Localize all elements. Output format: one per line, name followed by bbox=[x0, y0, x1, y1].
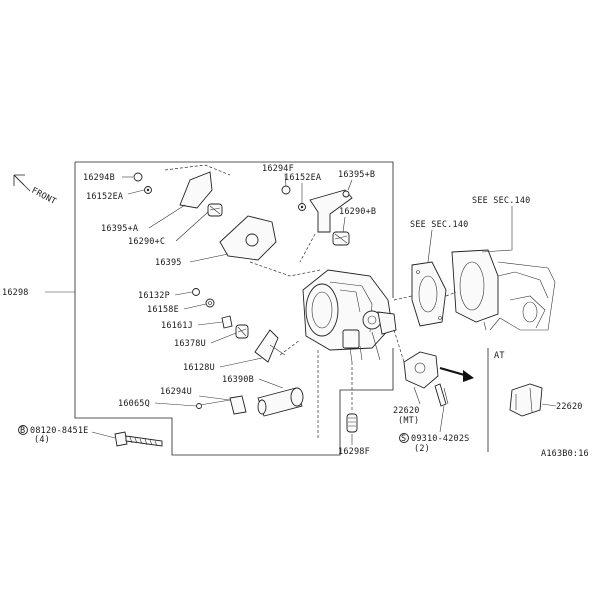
label-16298: 16298 bbox=[2, 288, 29, 298]
labels-upper-right: 16294F 16152EA 16395+B 16290+B bbox=[262, 164, 376, 233]
label-16294F: 16294F bbox=[262, 164, 294, 174]
front-label: FRONT bbox=[30, 186, 58, 207]
throttle-sensor-mt: 22620 (MT) S 09310-4202S (2) bbox=[393, 329, 470, 454]
intake-manifold: SEE SEC.140 bbox=[451, 196, 556, 331]
label-16132P: 16132P bbox=[138, 291, 170, 301]
label-see-sec-140-a: SEE SEC.140 bbox=[410, 220, 469, 230]
label-22620-at: 22620 bbox=[556, 402, 583, 412]
label-at: AT bbox=[494, 351, 505, 361]
arrow-to-at bbox=[439, 366, 474, 382]
label-16152EA-mid: 16152EA bbox=[284, 173, 321, 183]
marker-symbol: B bbox=[20, 426, 25, 436]
label-16395B: 16395+B bbox=[338, 170, 375, 180]
label-16290B: 16290+B bbox=[339, 207, 376, 217]
label-22620-mt-note: (MT) bbox=[398, 416, 419, 426]
reference-code: A163B0:16 bbox=[541, 449, 589, 459]
gasket-centerline bbox=[393, 291, 457, 301]
label-16294B: 16294B bbox=[83, 173, 115, 183]
labels-upper-left: 16294B 16152EA 16395+A 16290+C 16395 bbox=[83, 173, 229, 268]
part-group-upper-left bbox=[133, 164, 321, 277]
label-bolt-qty: (4) bbox=[34, 435, 50, 445]
label-16390B: 16390B bbox=[222, 375, 254, 385]
label-bolt-code: 08120-8451E bbox=[30, 426, 89, 436]
label-16294U: 16294U bbox=[160, 387, 192, 397]
label-16378U: 16378U bbox=[174, 339, 206, 349]
label-16290C: 16290+C bbox=[128, 237, 165, 247]
labels-lower-left: 16294U 16065Q bbox=[118, 387, 231, 409]
assembly-outline bbox=[74, 161, 394, 456]
throttle-body bbox=[302, 269, 397, 440]
part-group-upper-right bbox=[281, 185, 353, 263]
label-16128U: 16128U bbox=[183, 363, 215, 373]
part-16298F: 16298F bbox=[338, 413, 370, 457]
intake-gasket: SEE SEC.140 bbox=[410, 220, 469, 327]
label-16395: 16395 bbox=[155, 258, 182, 268]
marker-symbol: S bbox=[401, 434, 406, 444]
label-16152EA-top: 16152EA bbox=[86, 192, 123, 202]
label-screw-code: 09310-4202S bbox=[411, 434, 470, 444]
label-16161J: 16161J bbox=[161, 321, 193, 331]
part-group-lower-left bbox=[196, 387, 304, 417]
label-16395A: 16395+A bbox=[101, 224, 138, 234]
label-16298F: 16298F bbox=[338, 447, 370, 457]
labels-left: 16132P 16158E 16161J 16378U 16128U 16390… bbox=[138, 291, 284, 389]
label-see-sec-140-b: SEE SEC.140 bbox=[472, 196, 531, 206]
label-screw-qty: (2) bbox=[414, 444, 430, 454]
label-16158E: 16158E bbox=[147, 305, 179, 315]
bolt-08120: B 08120-8451E (4) bbox=[18, 425, 163, 447]
front-direction-arrow: FRONT bbox=[13, 174, 58, 207]
part-group-left bbox=[192, 288, 301, 363]
label-22620-mt: 22620 bbox=[393, 406, 420, 416]
label-16065Q: 16065Q bbox=[118, 399, 150, 409]
at-variant-box: AT 22620 bbox=[487, 348, 583, 452]
